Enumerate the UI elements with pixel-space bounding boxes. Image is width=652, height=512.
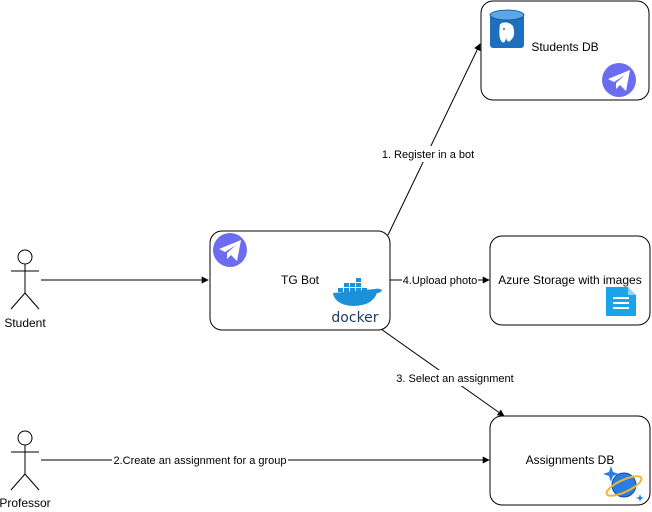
azure-storage-file-icon (606, 287, 636, 316)
edge-label-create-assignment: 2.Create an assignment for a group (113, 455, 286, 467)
telegram-icon (602, 63, 636, 97)
node-azure-storage: Azure Storage with images (489, 235, 651, 326)
node-students-db: Students DB (480, 0, 650, 101)
node-tg-bot: TG Bot docker (209, 230, 391, 331)
node-label-students-db: Students DB (531, 40, 598, 54)
node-assignments-db: Assignments DB (489, 415, 651, 506)
edge-label-register: 1. Register in a bot (382, 149, 474, 161)
docker-wordmark: docker (331, 310, 378, 326)
stick-figure-icon (10, 249, 40, 310)
telegram-icon (213, 233, 247, 267)
edge-professor-to-assignments-db: 2.Create an assignment for a group (41, 453, 490, 468)
edge-bot-to-assignments-db: 3. Select an assignment (380, 328, 516, 417)
actor-label-student: Student (4, 316, 46, 330)
edge-bot-to-storage: 4.Upload photo (390, 273, 490, 288)
edge-label-select-assignment: 3. Select an assignment (396, 373, 513, 385)
stick-figure-icon (10, 430, 40, 491)
azure-cosmos-db-icon (603, 466, 644, 502)
edge-label-upload-photo: 4.Upload photo (403, 275, 478, 287)
node-label-tg-bot: TG Bot (281, 273, 320, 287)
postgresql-database-icon (489, 9, 525, 48)
actor-student: Student (4, 249, 46, 330)
node-label-assignments-db: Assignments DB (526, 453, 615, 467)
edge-bot-to-students-db: 1. Register in a bot (378, 43, 481, 236)
node-label-azure-storage: Azure Storage with images (498, 273, 641, 287)
actor-professor: Professor (0, 430, 51, 510)
actor-label-professor: Professor (0, 496, 51, 510)
docker-icon: docker (331, 278, 382, 326)
